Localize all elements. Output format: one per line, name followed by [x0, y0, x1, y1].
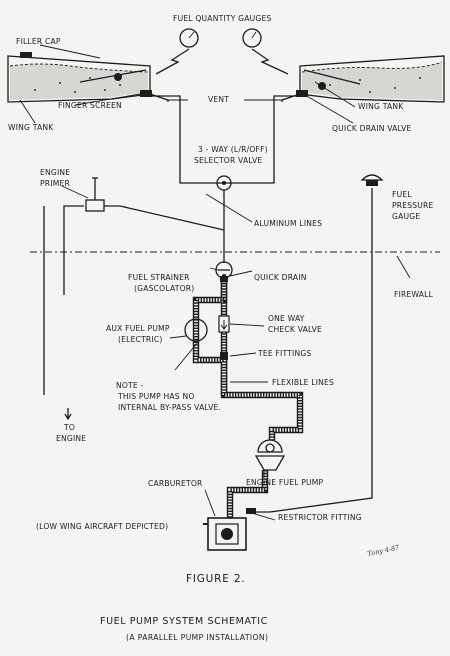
leader-lines — [19, 44, 411, 521]
selector-valve-icon — [216, 175, 232, 191]
engine-primer-label-line1: ENGINE — [40, 168, 70, 177]
tee-fitting-icon — [220, 352, 228, 360]
note-label-line1: NOTE - — [116, 381, 144, 390]
check-valve-label-line1: ONE WAY — [268, 314, 305, 323]
right-wing-tank — [296, 55, 445, 103]
flexible-lines-label: FLEXIBLE LINES — [272, 378, 334, 387]
wing-tank-left-label: WING TANK — [8, 123, 54, 132]
restrictor-fitting-icon — [246, 508, 256, 514]
aux-fuel-pump-label-line1: AUX FUEL PUMP — [106, 324, 170, 333]
quick-drain-label: QUICK DRAIN — [254, 273, 307, 282]
restrictor-fitting-label: RESTRICTOR FITTING — [278, 513, 362, 522]
figure-subtitle: (A PARALLEL PUMP INSTALLATION) — [126, 633, 268, 642]
finger-screen-icon — [140, 90, 152, 97]
aux-fuel-pump-label-line2: (ELECTRIC) — [118, 335, 163, 344]
selector-valve-label-line1: 3 - WAY (L/R/OFF) — [198, 145, 268, 154]
fuel-pressure-gauge-label-line3: GAUGE — [392, 212, 420, 221]
check-valve-label-line2: CHECK VALVE — [268, 325, 322, 334]
aux-fuel-pump-icon — [184, 318, 208, 342]
figure-title: FUEL PUMP SYSTEM SCHEMATIC — [100, 616, 268, 627]
aluminum-lines-label: ALUMINUM LINES — [254, 219, 322, 228]
check-valve-icon — [218, 315, 230, 333]
engine-primer-icon — [85, 177, 105, 212]
fuel-strainer-label-line2: (GASCOLATOR) — [134, 284, 194, 293]
tee-fitting-icon — [220, 276, 228, 282]
gauge-left-icon — [179, 28, 199, 48]
fuel-quantity-gauges — [155, 28, 289, 75]
finger-screen-label: FINGER SCREEN — [58, 101, 122, 110]
aluminum-lines — [43, 95, 373, 513]
float-icon — [114, 73, 122, 81]
fuel-strainer-label-line1: FUEL STRAINER — [128, 273, 190, 282]
carburetor-label: CARBURETOR — [148, 479, 203, 488]
vent-label: VENT — [208, 95, 229, 104]
figure-number: FIGURE 2. — [186, 573, 245, 585]
to-engine-label-line1: TO — [63, 423, 75, 432]
wing-tank-right-label: WING TANK — [358, 102, 404, 111]
filler-cap-icon — [20, 52, 32, 58]
tee-fittings-label: TEE FITTINGS — [257, 349, 311, 358]
flexible-lines — [192, 280, 304, 520]
quick-drain-valve-icon — [296, 90, 308, 97]
engine-fuel-pump-icon — [254, 439, 286, 471]
filler-cap-label: FILLER CAP — [16, 37, 61, 46]
to-engine-arrow-icon — [64, 408, 72, 421]
fuel-pressure-gauge-icon — [360, 174, 384, 186]
fuel-quantity-gauges-label: FUEL QUANTITY GAUGES — [173, 14, 272, 23]
fuel-pressure-gauge-label-line2: PRESSURE — [392, 201, 434, 210]
fuel-pressure-gauge-label-line1: FUEL — [392, 190, 412, 199]
left-wing-tank — [7, 52, 152, 103]
firewall-label: FIREWALL — [394, 290, 434, 299]
fuel-strainer-icon — [215, 261, 233, 279]
engine-fuel-pump-label: ENGINE FUEL PUMP — [246, 478, 324, 487]
gauge-right-icon — [242, 28, 262, 48]
carburetor-icon — [203, 517, 247, 551]
note-label-line3: INTERNAL BY-PASS VALVE. — [118, 403, 221, 412]
low-wing-label: (LOW WING AIRCRAFT DEPICTED) — [36, 522, 168, 531]
note-label-line2: THIS PUMP HAS NO — [117, 392, 195, 401]
selector-valve-label-line2: SELECTOR VALVE — [194, 156, 262, 165]
quick-drain-valve-label: QUICK DRAIN VALVE — [332, 124, 412, 133]
signature: Tony 4-87 — [367, 543, 401, 558]
engine-primer-label-line2: PRIMER — [40, 179, 70, 188]
to-engine-label-line2: ENGINE — [56, 434, 86, 443]
